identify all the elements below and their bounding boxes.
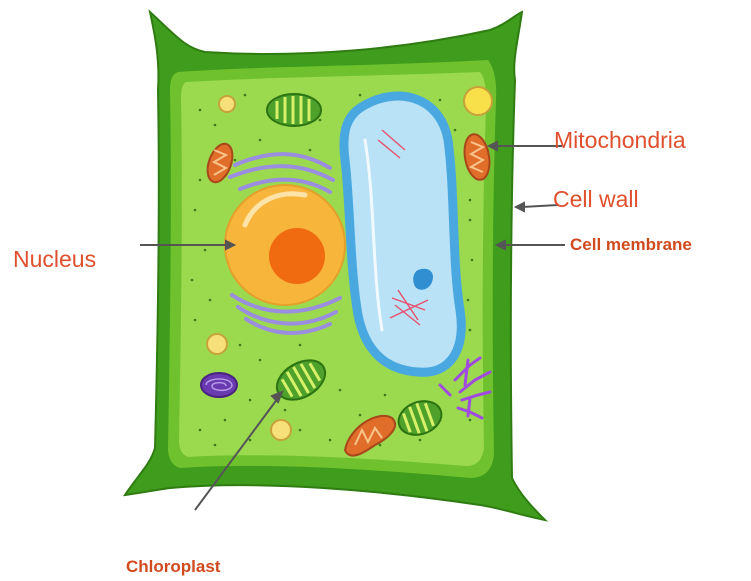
nucleolus [269,228,325,284]
label-mitochondria: Mitochondria [554,129,686,152]
vesicle [219,96,235,112]
label-chloroplast: Chloroplast [126,558,220,575]
label-cell-membrane: Cell membrane [570,236,692,253]
label-nucleus: Nucleus [13,248,96,271]
chloroplast-icon [267,94,321,126]
label-cell-wall: Cell wall [553,188,639,211]
vesicle [271,420,291,440]
vesicle [464,87,492,115]
vesicle [207,334,227,354]
lysosome-icon [201,373,237,397]
vacuole [344,96,461,372]
